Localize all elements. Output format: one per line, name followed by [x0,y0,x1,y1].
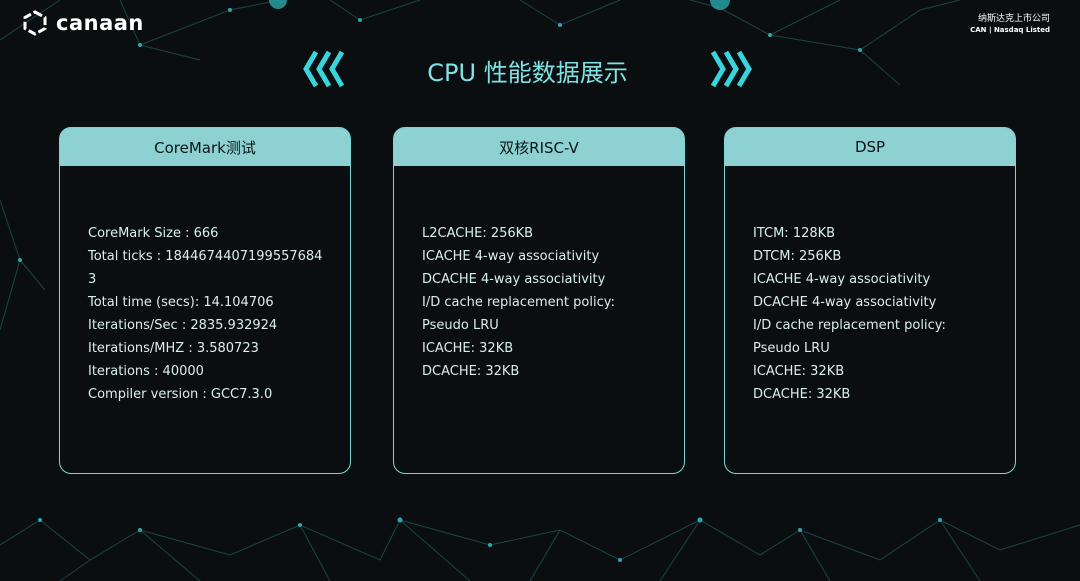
card-line: Pseudo LRU [422,318,499,333]
card-line: ICACHE 4-way associativity [753,272,931,287]
card-line: I/D cache replacement policy: [422,295,615,310]
card-title: DSP [725,128,1015,166]
card-line: ICACHE: 32KB [753,364,845,379]
card-line: L2CACHE: 256KB [422,226,534,241]
brand-logo: canaan [22,10,144,36]
title-banner: CPU 性能数据展示 [300,46,755,92]
card-line: ICACHE 4-way associativity [422,249,600,264]
card-line: DCACHE: 32KB [753,387,851,402]
card-line: DCACHE 4-way associativity [422,272,606,287]
card-line: DTCM: 256KB [753,249,842,264]
card-line: 3 [88,272,97,287]
page-title: CPU 性能数据展示 [427,59,628,87]
card-title: 双核RISC-V [394,128,684,166]
brand-name: canaan [56,11,144,35]
canaan-hexagon-logo-icon [23,10,47,36]
card-line: Iterations/MHZ : 3.580723 [88,341,259,356]
card-line: Iterations/Sec : 2835.932924 [88,318,278,333]
company-tag: 纳斯达克上市公司 CAN | Nasdaq Listed [970,13,1050,36]
card-line: CoreMark Size : 666 [88,226,219,241]
card-line: Compiler version : GCC7.3.0 [88,387,273,402]
card-dual-risc-v: 双核RISC-V L2CACHE: 256KB ICACHE 4-way ass… [393,127,685,474]
company-cn: 纳斯达克上市公司 [977,14,1050,24]
card-line: Iterations : 40000 [88,364,204,379]
card-dsp: DSP ITCM: 128KB DTCM: 256KB ICACHE 4-way… [724,127,1016,474]
card-line: ITCM: 128KB [753,226,836,241]
card-line: Pseudo LRU [753,341,830,356]
triple-chevron-left-icon [303,50,345,88]
card-line: DCACHE: 32KB [422,364,520,379]
triple-chevron-right-icon [710,50,752,88]
card-body: CoreMark Size : 666 Total ticks : 184467… [60,166,350,406]
card-line: I/D cache replacement policy: [753,318,946,333]
card-title: CoreMark测试 [60,128,350,166]
card-body: L2CACHE: 256KB ICACHE 4-way associativit… [394,166,684,383]
card-line: DCACHE 4-way associativity [753,295,937,310]
card-coremark: CoreMark测试 CoreMark Size : 666 Total tic… [59,127,351,474]
card-body: ITCM: 128KB DTCM: 256KB ICACHE 4-way ass… [725,166,1015,406]
company-en: CAN | Nasdaq Listed [970,26,1050,34]
card-line: Total time (secs): 14.104706 [88,295,274,310]
card-line: ICACHE: 32KB [422,341,514,356]
card-line: Total ticks : 1844674407199557684 [88,249,323,264]
